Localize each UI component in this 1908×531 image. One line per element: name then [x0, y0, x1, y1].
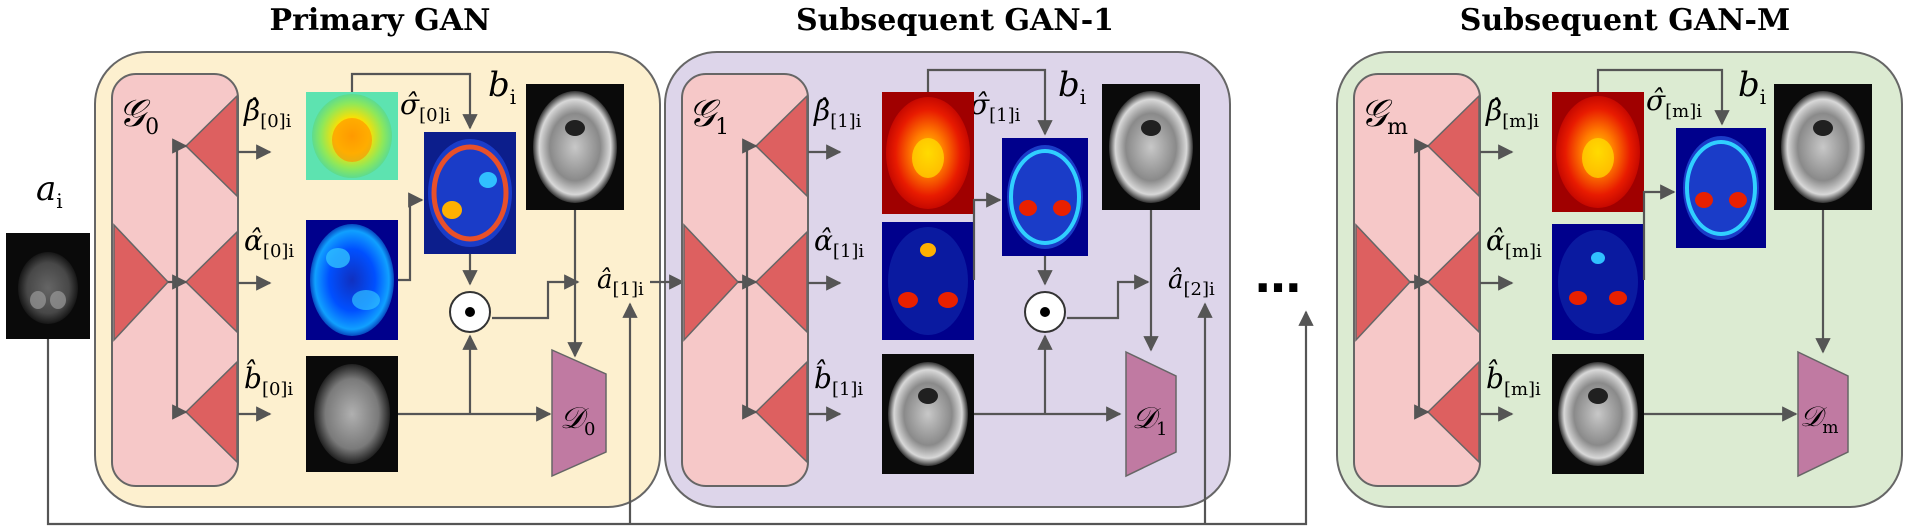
sigma-map-image — [1676, 128, 1766, 248]
sigma-map-image — [1002, 138, 1088, 256]
b-label: bi — [1058, 65, 1086, 109]
primary-gan: 𝒢0 β̂[0]i α̂[0]i b̂[0]i σ̂[0]i bi — [111, 65, 685, 487]
alpha-label: α̂[m]i — [1486, 224, 1542, 262]
sigma-label: σ̂[m]i — [1646, 84, 1702, 122]
bhat-label: b̂[m]i — [1486, 360, 1541, 400]
decoder-beta-triangle — [184, 94, 238, 198]
title-subsequent-gan-m: Subsequent GAN-M — [1460, 3, 1790, 38]
output-a2-label: â[2]i — [1168, 265, 1215, 300]
encoder-triangle — [683, 223, 740, 342]
ellipsis: … — [1255, 249, 1301, 303]
beta-map-image — [306, 92, 398, 180]
sigma-label: σ̂[0]i — [400, 88, 451, 126]
encoder-triangle — [113, 223, 170, 342]
sigma-label: σ̂[1]i — [970, 88, 1021, 126]
decoder-b-triangle — [754, 360, 808, 464]
bhat-label: b̂[0]i — [244, 360, 293, 400]
b-label: bi — [488, 65, 516, 109]
alpha-map-image — [1552, 224, 1644, 340]
beta-label: β̂[m]i — [1485, 94, 1539, 132]
discriminator-shape — [1797, 350, 1849, 478]
decoder-alpha-triangle — [1426, 230, 1480, 334]
input-skip-connections — [46, 302, 1314, 526]
subsequent-gan-1: 𝒢1 β̂[1]i α̂[1]i b̂[1]i σ̂[1]i bi — [681, 65, 1215, 487]
alpha-map-image — [306, 220, 398, 340]
decoder-b-triangle — [1426, 360, 1480, 464]
b-label: bi — [1738, 65, 1766, 109]
beta-map-image — [882, 92, 974, 214]
title-primary-gan: Primary GAN — [270, 3, 491, 38]
beta-label: β̂[1]i — [813, 94, 862, 132]
input-label: ai — [36, 169, 63, 213]
beta-label: β̂[0]i — [243, 94, 292, 132]
beta-map-image — [1552, 92, 1644, 212]
output-a1-label: â[1]i — [597, 265, 644, 300]
b-ct-image — [1102, 84, 1200, 210]
b-ct-image — [1774, 84, 1872, 210]
encoder-triangle — [1355, 223, 1412, 342]
bhat-label: b̂[1]i — [814, 360, 863, 400]
alpha-label: α̂[1]i — [814, 224, 864, 262]
discriminator-shape — [1125, 350, 1177, 478]
bhat-ct-image — [306, 356, 398, 472]
input-image — [6, 233, 90, 339]
decoder-b-triangle — [184, 360, 238, 464]
decoder-alpha-triangle — [754, 230, 808, 334]
bhat-ct-image — [1552, 354, 1644, 474]
decoder-alpha-triangle — [184, 230, 238, 334]
discriminator-shape — [551, 348, 607, 478]
alpha-label: α̂[0]i — [244, 224, 294, 262]
sigma-map-image — [424, 132, 516, 254]
decoder-beta-triangle — [754, 94, 808, 198]
b-ct-image — [526, 84, 624, 210]
title-subsequent-gan-1: Subsequent GAN-1 — [796, 3, 1114, 38]
subsequent-gan-m: 𝒢m β̂[m]i α̂[m]i b̂[m]i σ̂[m]i bi — [1353, 65, 1872, 487]
alpha-map-image — [882, 222, 974, 340]
decoder-beta-triangle — [1426, 94, 1480, 198]
bhat-ct-image — [882, 354, 974, 474]
